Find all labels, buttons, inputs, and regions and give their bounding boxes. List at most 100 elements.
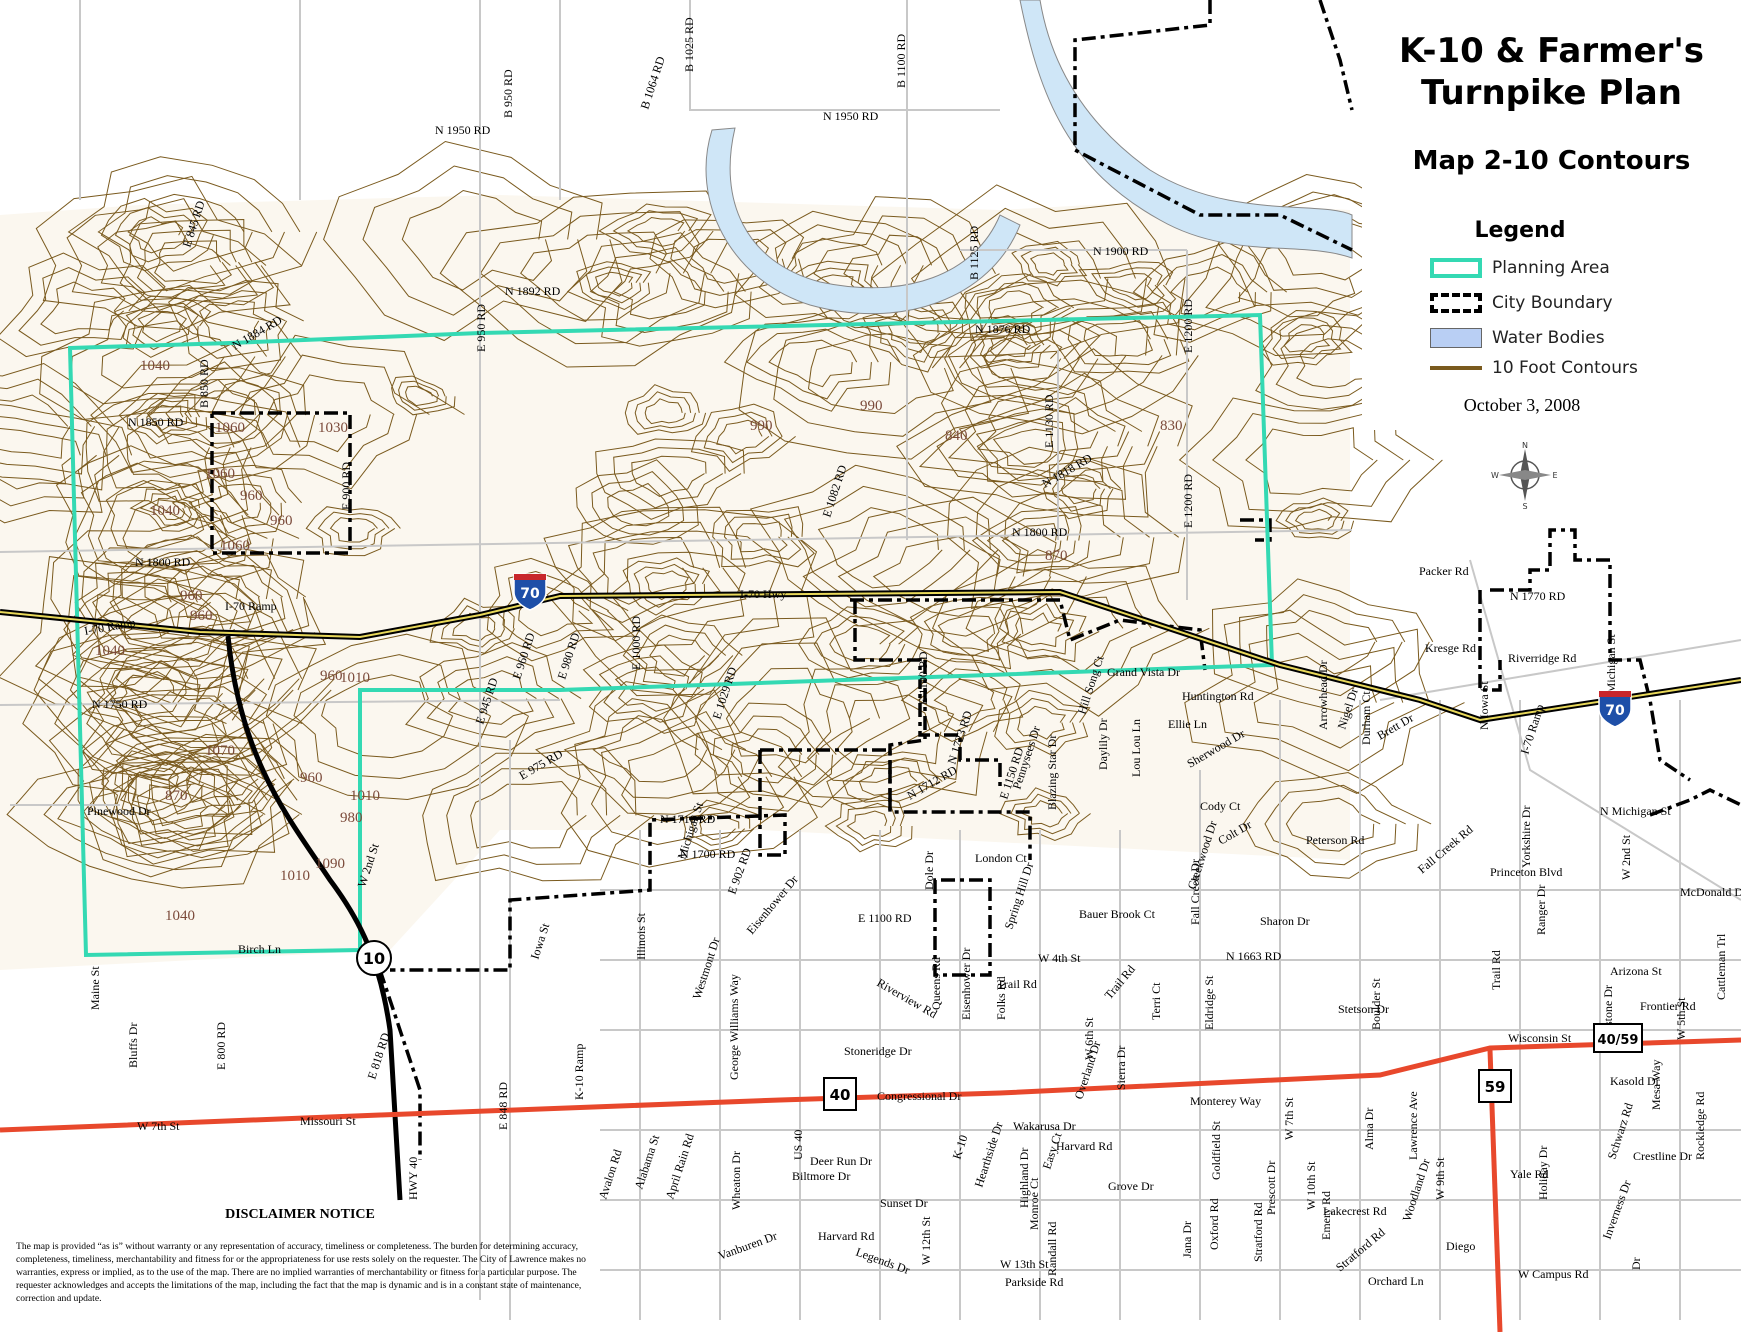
- road-label: B 1125 RD: [967, 225, 981, 280]
- road-label: Fall Creek Rd: [1415, 822, 1476, 876]
- road-label: E 1000 RD: [629, 616, 643, 670]
- contour-elevation-label: 960: [190, 608, 213, 624]
- contour-elevation-label: 1030: [318, 420, 348, 436]
- road-label: Spring Hill Dr: [1002, 861, 1037, 931]
- compass-rose-icon: N S E W: [1491, 441, 1557, 510]
- us40-shield: 40: [823, 1077, 857, 1111]
- road-label: W 6th St: [1082, 1017, 1096, 1060]
- i70-shield-east-number: 70: [1605, 703, 1625, 719]
- map-date: October 3, 2008: [1463, 395, 1581, 415]
- road-label: Kasold Dr: [1610, 1074, 1660, 1088]
- road-label: Wheaton Dr: [729, 1151, 743, 1210]
- road-label: Ranger Dr: [1534, 885, 1548, 935]
- road-label: W 7th St: [1282, 1097, 1296, 1140]
- road-label: N 1892 RD: [505, 284, 561, 298]
- contour-elevation-label: 1090: [315, 856, 345, 872]
- road-label: Harvard Rd: [818, 1229, 874, 1243]
- road-label: N 1876 RD: [975, 322, 1031, 336]
- road-label: Prescott Dr: [1264, 1161, 1278, 1215]
- planning-area-swatch: [1430, 258, 1482, 278]
- road-label: W 10th St: [1304, 1161, 1318, 1210]
- road-label: N Michigan St: [1604, 634, 1618, 705]
- road-label: W 9th St: [1433, 1157, 1447, 1200]
- road-label: Grand Vista Dr: [1107, 665, 1180, 679]
- i70-shield-west-number: 70: [520, 586, 540, 602]
- contour-elevation-label: 960: [300, 770, 323, 786]
- road-label: Monroe Ct: [1027, 1177, 1041, 1230]
- i70-shield-west: 70: [513, 573, 547, 611]
- road-label: B 1025 RD: [682, 17, 696, 72]
- road-label: W 5th St: [1674, 997, 1688, 1040]
- road-label: Wakarusa Dr: [1013, 1119, 1076, 1133]
- road-label: E 1200 RD: [1181, 299, 1195, 353]
- road-label: W 13th St: [1000, 1257, 1049, 1271]
- road-label: Westmont Dr: [690, 936, 723, 1001]
- road-label: McDonald Dr: [1680, 885, 1741, 899]
- contour-elevation-label: 1040: [140, 358, 170, 374]
- contour-elevation-label: 870: [165, 788, 188, 804]
- road-label: Wisconsin St: [1508, 1031, 1572, 1045]
- road-label: Dr: [1629, 1257, 1643, 1270]
- road-label: W 2nd St: [1619, 834, 1633, 880]
- contour-elevation-label: 960: [240, 488, 263, 504]
- road-label: Cody Ct: [1200, 799, 1241, 813]
- contour-elevation-label: 960: [320, 668, 343, 684]
- road-label: E 1130 RD: [1042, 394, 1056, 448]
- contour-elevation-label: 980: [340, 810, 363, 826]
- road-label: Orchard Ln: [1368, 1274, 1424, 1288]
- road-label: Stratford Rd: [1251, 1202, 1265, 1262]
- compass-e: E: [1552, 471, 1557, 480]
- road-label: B 850 RD: [197, 359, 211, 408]
- contour-elevation-label: 960: [180, 588, 203, 604]
- legend-item-planning-area: Planning Area: [1430, 255, 1610, 281]
- road-label: Randall Rd: [1045, 1222, 1059, 1276]
- road-label: Terri Ct: [1149, 982, 1163, 1020]
- road-label: N 1663 RD: [1226, 949, 1282, 963]
- road-label: Arizona St: [1610, 964, 1662, 978]
- contour-elevation-label: 1010: [280, 868, 310, 884]
- contour-elevation-label: 1010: [340, 670, 370, 686]
- k10-shield-number: 10: [363, 949, 385, 968]
- contour-elevation-label: 870: [1045, 548, 1068, 564]
- road-label: E 900 RD: [339, 462, 353, 510]
- legend-item-city-boundary: City Boundary: [1430, 290, 1613, 316]
- us40-59-shield-number: 40/59: [1598, 1033, 1639, 1048]
- contour-elevation-label: 1040: [95, 643, 125, 659]
- road-label: Oxford Rd: [1207, 1198, 1221, 1250]
- contour-lines: [0, 140, 1465, 889]
- road-label: Peterson Rd: [1306, 833, 1364, 847]
- road-label: Jana Dr: [1180, 1221, 1194, 1258]
- road-label: N 1950 RD: [823, 109, 879, 123]
- road-label: N 1770 RD: [1510, 589, 1566, 603]
- road-label: Avalon Rd: [596, 1148, 625, 1201]
- road-label: Daylily Dr: [1096, 718, 1110, 770]
- road-label: E 1200 RD: [1181, 474, 1195, 528]
- river-oxbow: [705, 127, 1021, 315]
- legend-label-water-bodies: Water Bodies: [1492, 328, 1605, 348]
- road-label: B 950 RD: [501, 69, 515, 118]
- road-label: I-70 Ramp: [225, 599, 277, 613]
- road-label: N Michigan St: [1600, 804, 1671, 818]
- us40-shield-number: 40: [830, 1086, 851, 1104]
- road-label: N 1800 RD: [1012, 525, 1068, 539]
- road-label: Inverness Dr: [1600, 1178, 1634, 1241]
- road-label: US 40: [791, 1130, 805, 1160]
- legend-item-water-bodies: Water Bodies: [1430, 325, 1605, 351]
- road-label: Biltmore Dr: [792, 1169, 850, 1183]
- contour-elevation-label: 1060: [220, 538, 250, 554]
- road-label: Folks Rd: [994, 976, 1008, 1020]
- road-label: Crestline Dr: [1633, 1149, 1692, 1163]
- water-bodies-swatch: [1430, 328, 1482, 348]
- road-label: N 1850 RD: [128, 415, 184, 429]
- road-label: Sunset Dr: [880, 1196, 928, 1210]
- road-label: W 7th St: [137, 1119, 180, 1133]
- road-label: Huntington Rd: [1182, 689, 1254, 703]
- road-label: B 1100 RD: [894, 33, 908, 88]
- road-label: Riverridge Rd: [1508, 651, 1576, 665]
- road-label: Lakecrest Rd: [1323, 1204, 1387, 1218]
- road-label: Pinewood Dr: [87, 804, 151, 818]
- road-label: Alabama St: [632, 1132, 663, 1191]
- road-label: Schwarz Rd: [1605, 1101, 1636, 1161]
